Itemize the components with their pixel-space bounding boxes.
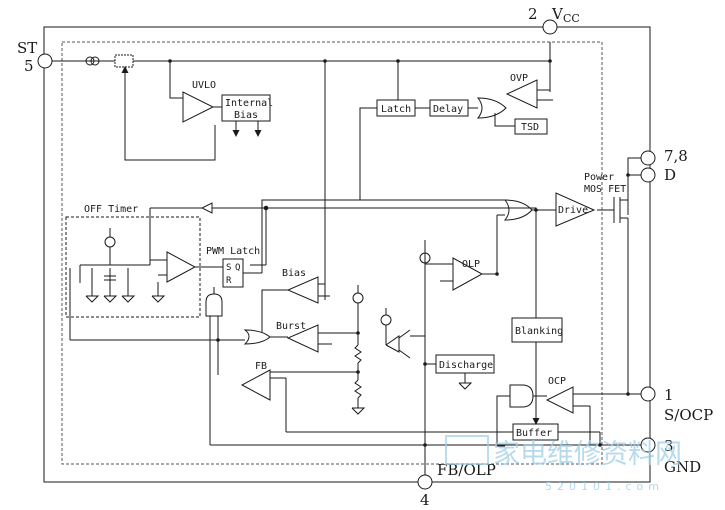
pin-gnd-number: 3 <box>664 437 674 455</box>
and-gate-latch <box>206 294 222 316</box>
fb-comparator <box>242 370 270 400</box>
watermark: 家电维修资料网 520101.com <box>446 436 682 493</box>
pin-vcc-subscript: CC <box>563 12 580 25</box>
pin-st-number: 5 <box>24 57 34 75</box>
latch-r-pin: R <box>226 276 232 286</box>
pin-fbolp-label: FB/OLP <box>437 461 496 479</box>
ocp-comparator <box>547 387 573 413</box>
pin-vcc-terminal <box>543 20 557 34</box>
buffer-label: Buffer <box>516 428 552 439</box>
pin-gnd-label: GND <box>664 458 701 476</box>
power-mosfet-label-2: MOS FET <box>584 184 626 195</box>
pin-d-number: 7,8 <box>664 147 688 165</box>
pin-fbolp-number: 4 <box>420 491 430 509</box>
internal-bias-box <box>222 95 270 121</box>
and-gate-ocp <box>510 385 533 407</box>
tsd-label: TSD <box>521 122 539 133</box>
blanking-label: Blanking <box>515 326 563 337</box>
pin-d1-terminal <box>641 151 655 165</box>
pin-gnd-terminal <box>641 438 655 452</box>
pin-fbolp-terminal <box>418 475 432 489</box>
burst-comparator <box>288 325 318 352</box>
bias-comparator <box>288 277 318 303</box>
off-timer-box <box>66 217 200 317</box>
pin-vcc-label: V <box>551 5 564 23</box>
inner-boundary <box>62 42 602 464</box>
watermark-logo <box>446 436 488 464</box>
and-gate-burst <box>245 330 270 344</box>
uvlo-comparator <box>183 92 213 122</box>
olp-comparator <box>453 258 482 290</box>
olp-label: OLP <box>462 259 480 270</box>
bias-label: Bias <box>282 268 306 279</box>
ovp-label: OVP <box>510 73 528 84</box>
pin-st-label: ST <box>17 39 37 57</box>
ocp-label: OCP <box>548 376 566 387</box>
ovp-comparator <box>507 80 537 108</box>
pin-socp-label: S/OCP <box>664 406 713 424</box>
pin-st-terminal <box>38 54 52 68</box>
junction-dots <box>168 59 630 447</box>
watermark-digits: 520101.com <box>545 480 664 493</box>
pin-socp-number: 1 <box>664 386 674 404</box>
uvlo-label: UVLO <box>192 80 216 91</box>
delay-label: Delay <box>433 104 463 115</box>
startup-switch <box>115 55 133 67</box>
pin-vcc-number: 2 <box>528 5 538 23</box>
internal-bias-label-1: Internal <box>225 98 273 109</box>
or-gate-ovp <box>478 98 506 118</box>
pwm-latch-label: PWM Latch <box>206 246 260 257</box>
ic-outline <box>44 27 650 482</box>
or-gate-drive <box>505 200 532 220</box>
discharge-label: Discharge <box>439 360 493 371</box>
blanking-box <box>512 318 562 342</box>
burst-label: Burst <box>276 321 306 332</box>
watermark-text: 家电维修资料网 <box>493 439 682 470</box>
latch-q-pin: Q <box>235 263 240 273</box>
latch-s-pin: S <box>226 263 231 273</box>
drive-label: Drive <box>558 205 588 216</box>
pin-d-label: D <box>664 166 676 184</box>
pin-socp-terminal <box>641 387 655 401</box>
off-timer-comparator <box>167 252 195 282</box>
latch-label: Latch <box>381 104 411 115</box>
fb-label: FB <box>255 361 267 372</box>
pin-d2-terminal <box>641 168 655 182</box>
power-mosfet-label-1: Power <box>584 172 614 183</box>
off-timer-label: OFF Timer <box>84 204 138 215</box>
internal-bias-label-2: Bias <box>234 110 258 121</box>
